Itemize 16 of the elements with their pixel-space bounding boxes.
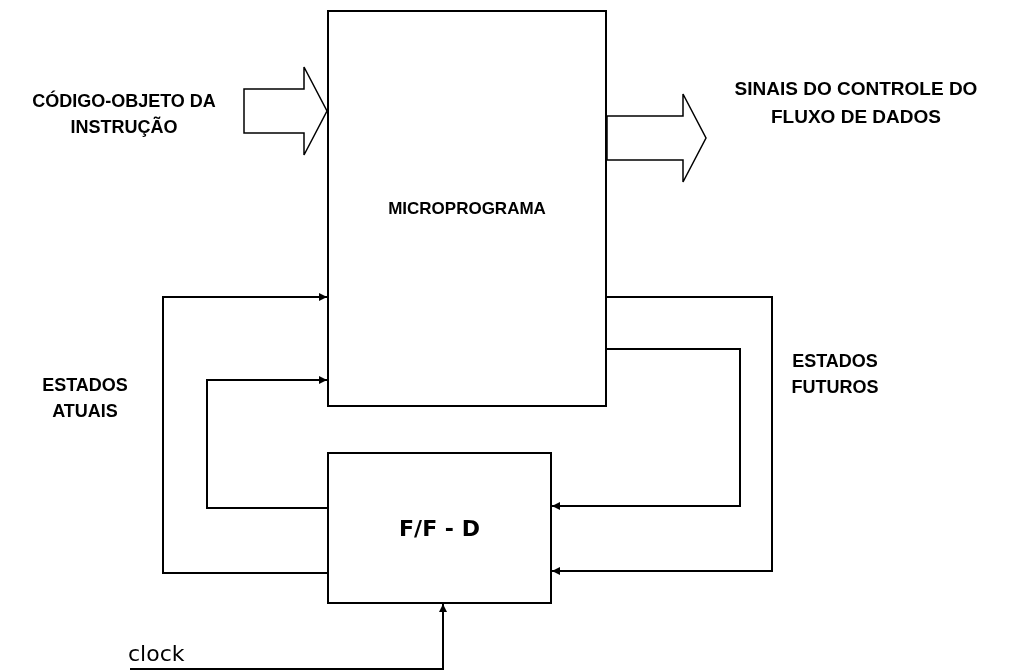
node-text: SINAIS DO CONTROLE DO FLUXO DE DADOS [733,77,979,129]
state-label: ESTADOS FUTUROS [790,350,880,399]
arrow [206,376,328,509]
arrow [551,348,741,510]
node-text: MICROPROGRAMA [388,197,546,220]
arrow [129,603,447,670]
arrow [551,296,773,575]
block-arrow [243,66,328,156]
arrow [162,293,328,574]
node-text: clock [128,640,185,668]
block-arrow [606,93,707,183]
node-text: F/F - D [399,514,480,543]
process-box [327,10,607,407]
flip-flop-box [327,452,552,604]
state-label: ESTADOS ATUAIS [41,374,129,423]
node-text: CÓDIGO-OBJETO DA INSTRUÇÃO [31,89,217,139]
